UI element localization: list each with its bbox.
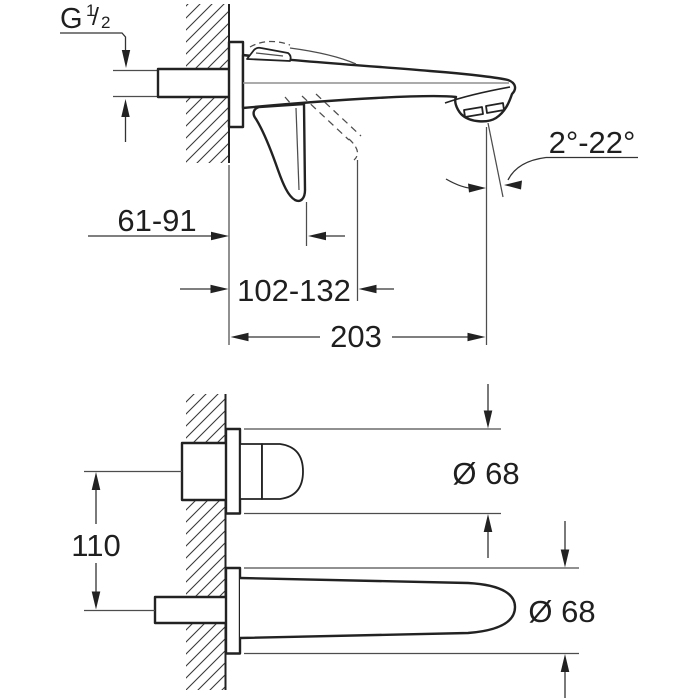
spout-head-seam [444,86,511,104]
dim-center-distance: 110 [71,472,121,610]
dim-top-escutcheon: Ø 68 [244,384,520,558]
front-view-dimensions: 110 Ø 68 Ø 68 [71,384,596,698]
side-view [113,4,517,203]
wall-hatch-bottom [186,394,226,690]
lever-dashed [284,93,362,161]
spout-pipe [153,595,227,625]
thread-leader-line [60,32,127,51]
dim-bottom-escutcheon: Ø 68 [244,521,596,698]
lever-solid [252,102,307,203]
pipe-body [156,67,231,99]
thread-slash: / [92,3,99,31]
top-lever-motion-arc [249,40,291,48]
top-lever-tilt-curve [289,47,357,65]
pipe-thread-lines [113,69,158,98]
handle-knob [261,443,304,500]
spout-escutcheon-side [227,40,245,129]
thread-numerator: 1 [86,1,95,20]
lever-crease [295,107,300,191]
spout-outline [241,53,517,123]
thread-size-label: G 1 / 2 [60,1,131,142]
dim-spout-reach: 203 [230,319,486,354]
dim-spout-reach-text: 203 [330,319,382,354]
thread-arrow-up [121,99,130,117]
thread-letter: G [60,3,83,35]
dim-bottom-escutcheon-text: Ø 68 [528,594,595,629]
thread-arrow-down [121,50,131,68]
handle-escutcheon [224,427,242,515]
aerator-right [485,102,505,114]
thread-denominator: 2 [101,13,110,32]
dim-lever-reach: 102-132 [180,273,394,308]
side-view-dimensions: G 1 / 2 61-91 102-132 [60,1,638,354]
dim-lever-reach-text: 102-132 [237,273,351,308]
dim-projection-text: 61-91 [117,203,196,238]
valve-body [180,441,226,502]
dim-angle: 2°-22° [445,125,638,193]
top-lever-crease [255,52,284,57]
dim-projection: 61-91 [88,203,345,241]
dim-top-escutcheon-text: Ø 68 [452,456,519,491]
spout-angle-line [487,122,504,198]
aerator-left [463,106,484,118]
dim-angle-text: 2°-22° [549,125,636,160]
handle-base [239,443,263,500]
spout-escutcheon [224,566,242,655]
spout-front [239,576,517,640]
front-view [84,394,517,690]
dim-center-distance-text: 110 [71,528,120,563]
